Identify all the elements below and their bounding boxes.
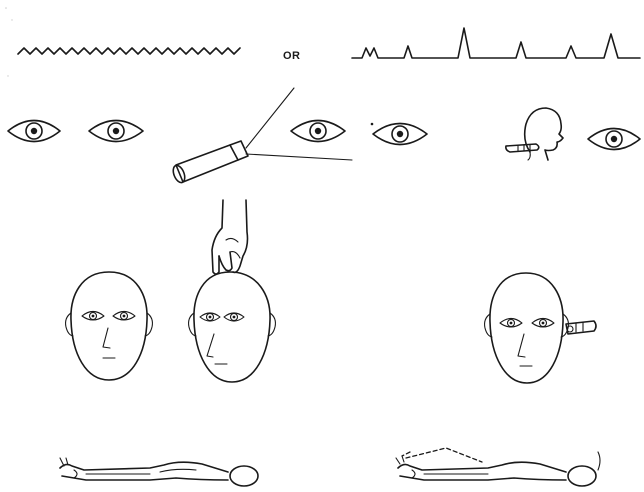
fibrillation-waveform — [18, 48, 240, 54]
agonal-rhythm-waveform — [352, 28, 640, 58]
eye-icon — [8, 121, 60, 142]
eye-icon — [89, 121, 143, 142]
carotid-pulse-check-icon — [506, 108, 563, 160]
or-label: OR — [283, 50, 301, 62]
supine-body-legs-raised-icon — [396, 448, 600, 486]
eye-icon — [291, 121, 345, 142]
head-ear-check-icon — [485, 273, 596, 383]
eye-icon — [371, 123, 427, 145]
supine-body-icon — [60, 458, 258, 486]
eye-icon — [588, 129, 640, 150]
paper-speckle — [5, 7, 13, 77]
head-tilt-hand-icon — [189, 200, 276, 382]
head-icon — [66, 272, 153, 380]
